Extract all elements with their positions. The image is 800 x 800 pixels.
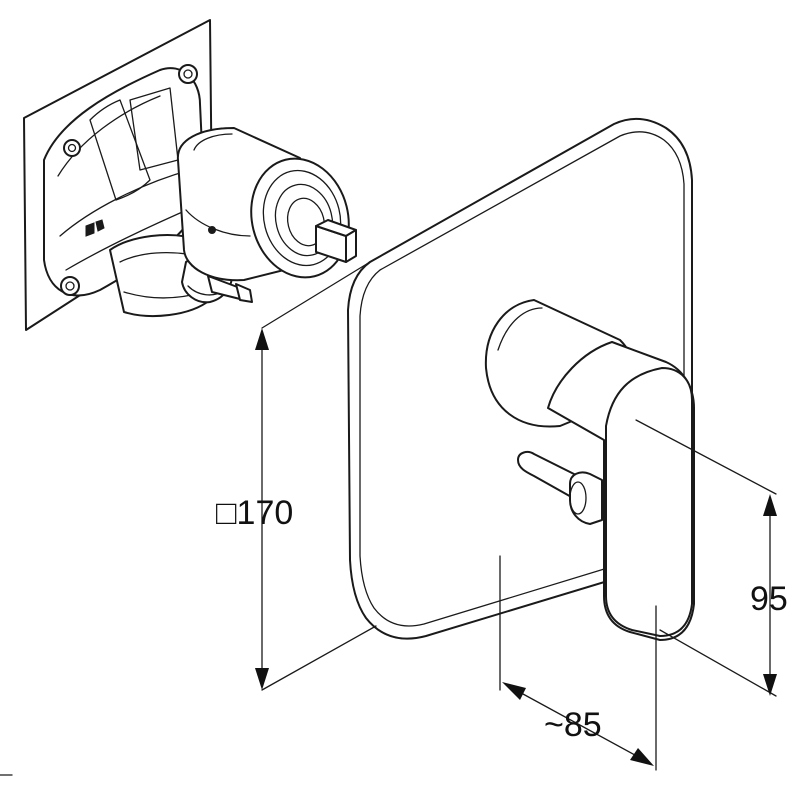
dimension-95: 95	[635, 419, 788, 697]
dimension-85: ~85	[499, 555, 657, 771]
dimension-170: □170	[216, 261, 377, 691]
cartridge	[176, 127, 357, 282]
dimension-label-85: ~85	[544, 706, 602, 744]
diverter-pin	[517, 451, 603, 525]
dimension-label-95: 95	[750, 580, 788, 618]
lever-handle	[484, 299, 695, 641]
dimension-label-170: □170	[216, 494, 293, 532]
valve-body	[43, 64, 213, 317]
